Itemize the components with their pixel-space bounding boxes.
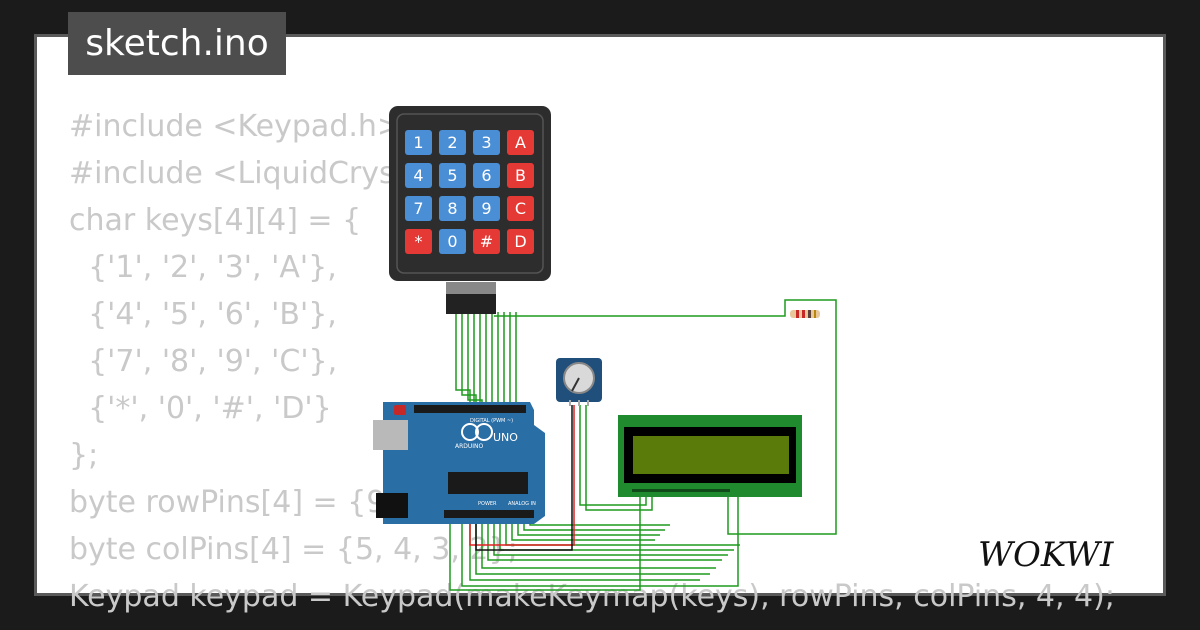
file-name-tab[interactable]: sketch.ino xyxy=(68,12,286,75)
board-brand: ARDUINO xyxy=(455,443,484,450)
lcd-screen xyxy=(633,436,789,474)
keypad-key-label: # xyxy=(480,232,493,251)
code-line: {'1', '2', '3', 'A'}, xyxy=(69,250,337,285)
code-line: {'*', '0', '#', 'D'} xyxy=(69,391,332,426)
keypad-key[interactable]: 4 xyxy=(405,163,432,188)
keypad-key-label: 6 xyxy=(481,166,491,185)
code-line: }; xyxy=(69,438,99,473)
keypad-key[interactable]: 1 xyxy=(405,130,432,155)
keypad-key-label: 2 xyxy=(447,133,457,152)
keypad-key[interactable]: 9 xyxy=(473,196,500,221)
usb-port xyxy=(373,420,408,450)
resistor[interactable] xyxy=(790,310,820,318)
keypad-key[interactable]: C xyxy=(507,196,534,221)
digital-label: DIGITAL (PWM ~) xyxy=(470,418,513,424)
chip xyxy=(448,472,528,494)
wokwi-logo: WOKWI xyxy=(978,535,1114,575)
keypad-key[interactable]: D xyxy=(507,229,534,254)
keypad-key[interactable]: # xyxy=(473,229,500,254)
code-line: Keypad keypad = Keypad(makeKeymap(keys),… xyxy=(69,579,1115,614)
keypad-key-label: D xyxy=(514,232,526,251)
keypad-key-label: 5 xyxy=(447,166,457,185)
keypad-key-label: 8 xyxy=(447,199,457,218)
keypad-key-label: C xyxy=(515,199,526,218)
keypad-key-label: B xyxy=(515,166,526,185)
power-label: POWER xyxy=(478,501,497,507)
keypad-key[interactable]: 7 xyxy=(405,196,432,221)
keypad-key-label: 4 xyxy=(413,166,423,185)
keypad-key[interactable]: 2 xyxy=(439,130,466,155)
black-wire xyxy=(475,405,573,551)
keypad-key[interactable]: 8 xyxy=(439,196,466,221)
keypad-key-label: 3 xyxy=(481,133,491,152)
keypad-key-label: 7 xyxy=(413,199,423,218)
keypad-key[interactable]: * xyxy=(405,229,432,254)
keypad-key[interactable]: 6 xyxy=(473,163,500,188)
keypad-key-label: 0 xyxy=(447,232,457,251)
red-wire xyxy=(469,405,575,546)
keypad-key-label: 1 xyxy=(413,133,423,152)
potentiometer[interactable] xyxy=(556,358,602,406)
code-editor: #include <Keypad.h>#include <LiquidCryst… xyxy=(69,103,1115,620)
keypad-key-label: * xyxy=(415,232,423,251)
lcd-display[interactable] xyxy=(618,415,802,497)
code-line: char keys[4][4] = { xyxy=(69,203,362,238)
keypad[interactable]: 1 2 3 A 4 5 6 B 7 8 9 C * 0 # D xyxy=(389,106,551,314)
keypad-key[interactable]: 5 xyxy=(439,163,466,188)
keypad-key[interactable]: B xyxy=(507,163,534,188)
board-model: UNO xyxy=(493,431,518,444)
code-line: {'7', '8', '9', 'C'}, xyxy=(69,344,338,379)
power-jack xyxy=(376,493,408,518)
svg-text:WOKWI: WOKWI xyxy=(978,535,1114,575)
analog-label: ANALOG IN xyxy=(508,501,536,507)
code-line: #include <Keypad.h> xyxy=(69,109,403,144)
keypad-key-label: 9 xyxy=(481,199,491,218)
code-card: #include <Keypad.h>#include <LiquidCryst… xyxy=(34,34,1166,614)
keypad-key[interactable]: 0 xyxy=(439,229,466,254)
keypad-key[interactable]: 3 xyxy=(473,130,500,155)
keypad-key[interactable]: A xyxy=(507,130,534,155)
arduino-uno[interactable]: UNO ARDUINO DIGITAL (PWM ~) ANALOG IN PO… xyxy=(373,402,545,524)
code-line: {'4', '5', '6', 'B'}, xyxy=(69,297,337,332)
keypad-key-label: A xyxy=(515,133,526,152)
reset-button xyxy=(394,405,406,415)
